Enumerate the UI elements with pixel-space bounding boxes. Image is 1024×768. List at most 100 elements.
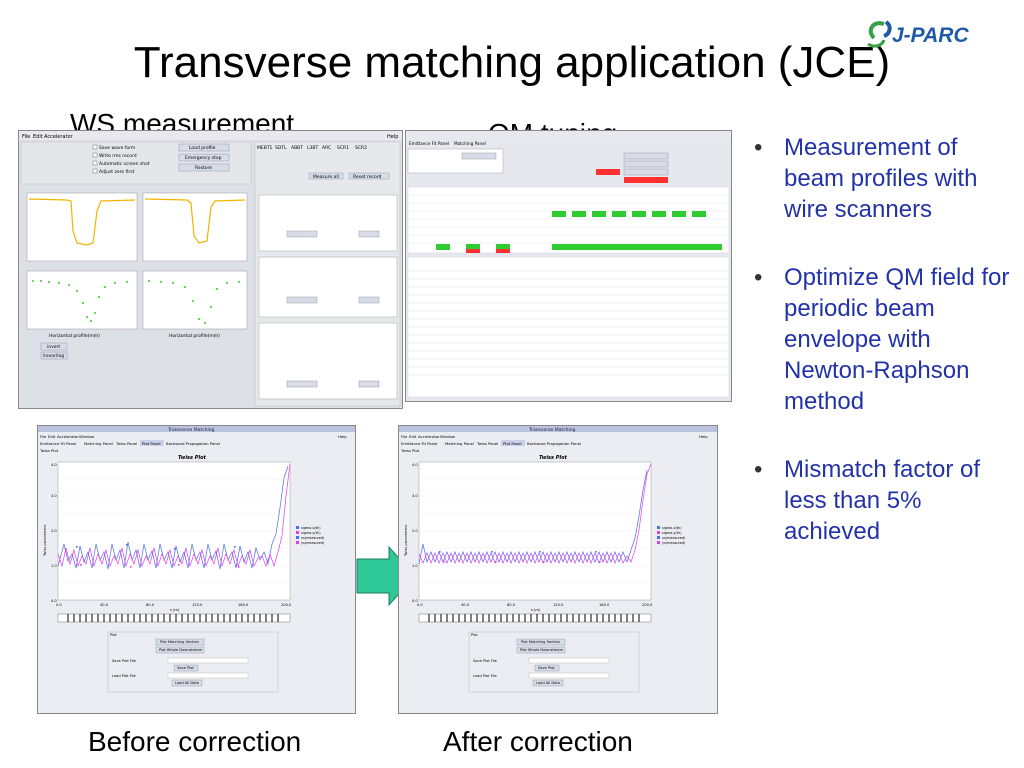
twiss-save-plot-button-after: Save Plot (538, 666, 555, 670)
twiss-xaxis-before: s (m) (170, 608, 180, 612)
ws-tab-l3bt: L3BT (307, 145, 318, 151)
twiss-xtick-before: 160.0 (238, 603, 249, 607)
ws-measurement-screenshot: File Edit Accelerator Help Save wave for… (18, 130, 403, 409)
twiss-load-all-button-before: Load All Data (175, 681, 199, 685)
twiss-plot-group-after: Plot (471, 633, 478, 637)
ws-xaxis-left: Horizontal profile(mm) (49, 333, 100, 339)
twiss-yaxis-before: Twiss parameters (43, 525, 47, 557)
twiss-menu-accelerator-before: Accelerator (57, 434, 79, 439)
twiss-menu-window-before: Window (79, 434, 94, 439)
twiss-xtick-after: 160.0 (599, 603, 610, 607)
twiss-save-label-before: Save Plot File (112, 659, 137, 663)
caption-before-correction: Before correction (88, 726, 302, 757)
twiss-tab-twiss-before: Twiss Panel (115, 441, 137, 446)
ws-tab-abbt: ABBT (291, 145, 303, 151)
qm-tab-matching: Matching Panel (454, 141, 486, 146)
twiss-ytick-before: 1.0 (51, 564, 57, 568)
ws-check-save: Save wave form (99, 145, 135, 151)
twiss-plot-group-before: Plot (110, 633, 117, 637)
twiss-ytick-after: 1.0 (412, 564, 418, 568)
ws-check-shot: Automatic screen shot (99, 161, 150, 167)
twiss-tab-twiss-after: Twiss Panel (476, 441, 498, 446)
ws-linear-log-button: linear/log (43, 353, 64, 359)
twiss-save-plot-button-before: Save Plot (177, 666, 194, 670)
twiss-menu-edit-after: Edit (409, 434, 417, 439)
twiss-plot-title-before: Twiss Plot (178, 455, 207, 461)
twiss-yaxis-after: Twiss parameters (404, 525, 408, 557)
ws-tab-scr1: SCR1 (337, 145, 349, 151)
twiss-ytick-before: 4.0 (51, 463, 57, 467)
twiss-menu-help-after: Help (699, 434, 708, 439)
twiss-legend-after: sigma-x(th) (662, 526, 682, 530)
twiss-legend-before: sigma-x(th) (301, 526, 321, 530)
twiss-tab-matching-after: Matching Panel (445, 441, 474, 446)
twiss-menu-accelerator-after: Accelerator (418, 434, 440, 439)
twiss-xtick-after: 80.0 (507, 603, 516, 607)
ws-check-zero: Adjust zero first (99, 169, 135, 175)
twiss-legend-after: ys(measured) (662, 541, 686, 545)
ws-menu-accelerator: Accelerator (44, 134, 74, 140)
logo-swirl-icon (867, 20, 892, 48)
twiss-ytick-after: 2.0 (412, 529, 418, 533)
twiss-xtick-after: 0.0 (417, 603, 423, 607)
twiss-legend-before: sigma-y(th) (301, 531, 321, 535)
twiss-legend-before: xs(measured) (301, 536, 325, 540)
twiss-xtick-before: 200.0 (281, 603, 292, 607)
twiss-plot-matching-button-after: Plot Matching Section (521, 640, 560, 644)
twiss-load-label-before: Load Plot File (112, 674, 136, 678)
twiss-tab-emittance-before: Emittance Fit Panel (40, 441, 76, 446)
twiss-ytick-before: 3.0 (51, 494, 57, 498)
ws-tab-scr2: SCR2 (355, 145, 367, 151)
twiss-xtick-before: 0.0 (56, 603, 62, 607)
twiss-save-label-after: Save Plot File (473, 659, 498, 663)
twiss-tab-backward-after: Backward Propagation Panel (527, 441, 581, 446)
ws-measure-all-button: Measure all (313, 174, 339, 180)
twiss-ytick-before: 2.0 (51, 529, 57, 533)
twiss-plot-whole-button-before: Plot Whole Downstream (159, 648, 203, 652)
caption-after-correction: After correction (443, 726, 633, 757)
twiss-menu-help-before: Help (338, 434, 347, 439)
ws-menu-file: File (22, 134, 30, 140)
twiss-menu-edit-before: Edit (48, 434, 56, 439)
ws-tab-arc: ARC (322, 145, 331, 151)
logo-text: J-PARC (892, 24, 969, 47)
twiss-legend-before: ys(measured) (301, 541, 325, 545)
twiss-xaxis-after: s (m) (531, 608, 541, 612)
ws-xaxis-right: Horizontal profile(mm) (169, 333, 220, 339)
qm-tab-emittance: Emittance Fit Panel (409, 141, 449, 146)
bullet-item: Mismatch factor of less than 5% achieved (748, 454, 1018, 547)
ws-tab-mebt1: MEBT1 (257, 145, 273, 151)
ws-reset-record-button: Reset record (353, 174, 382, 180)
twiss-ytick-after: 0.0 (412, 599, 418, 603)
twiss-menu-window-after: Window (440, 434, 455, 439)
twiss-tab-backward-before: Backward Propagation Panel (166, 441, 220, 446)
twiss-xtick-after: 120.0 (553, 603, 564, 607)
twiss-xtick-after: 200.0 (642, 603, 653, 607)
twiss-plot-title-after: Twiss Plot (539, 455, 568, 461)
twiss-ytick-before: 0.0 (51, 599, 57, 603)
ws-tab-sdtl: SDTL (275, 145, 287, 151)
twiss-after-screenshot: Transverse Matching File Edit Accelerato… (398, 425, 718, 714)
twiss-tab-matching-before: Matching Panel (84, 441, 113, 446)
twiss-xtick-before: 120.0 (192, 603, 203, 607)
twiss-ytick-after: 3.0 (412, 494, 418, 498)
twiss-ytick-after: 4.0 (412, 463, 418, 467)
qm-tuning-screenshot: Emittance Fit Panel Matching Panel (405, 130, 732, 402)
twiss-tab-emittance-after: Emittance Fit Panel (401, 441, 437, 446)
ws-menu-edit: Edit (33, 134, 43, 140)
bullet-item: Optimize QM field for periodic beam enve… (748, 262, 1018, 417)
twiss-xtick-after: 40.0 (461, 603, 470, 607)
twiss-panel-label-after: Twiss Plot (400, 448, 420, 453)
jparc-logo: J-PARC (862, 16, 1012, 56)
bullet-item: Measurement of beam profiles with wire s… (748, 132, 1018, 225)
twiss-tab-plot-after: Plot Panel (503, 441, 522, 446)
twiss-load-label-after: Load Plot File (473, 674, 497, 678)
twiss-window-title-before: Transverse Matching (167, 427, 215, 433)
twiss-legend-after: xs(measured) (662, 536, 686, 540)
ws-check-rms: Write rms record (99, 153, 137, 159)
ws-menu-help: Help (387, 134, 398, 140)
twiss-window-title-after: Transverse Matching (528, 427, 576, 433)
twiss-plot-whole-button-after: Plot Whole Downstream (520, 648, 564, 652)
twiss-panel-label-before: Twiss Plot (39, 448, 59, 453)
twiss-menu-file-after: File (401, 434, 408, 439)
